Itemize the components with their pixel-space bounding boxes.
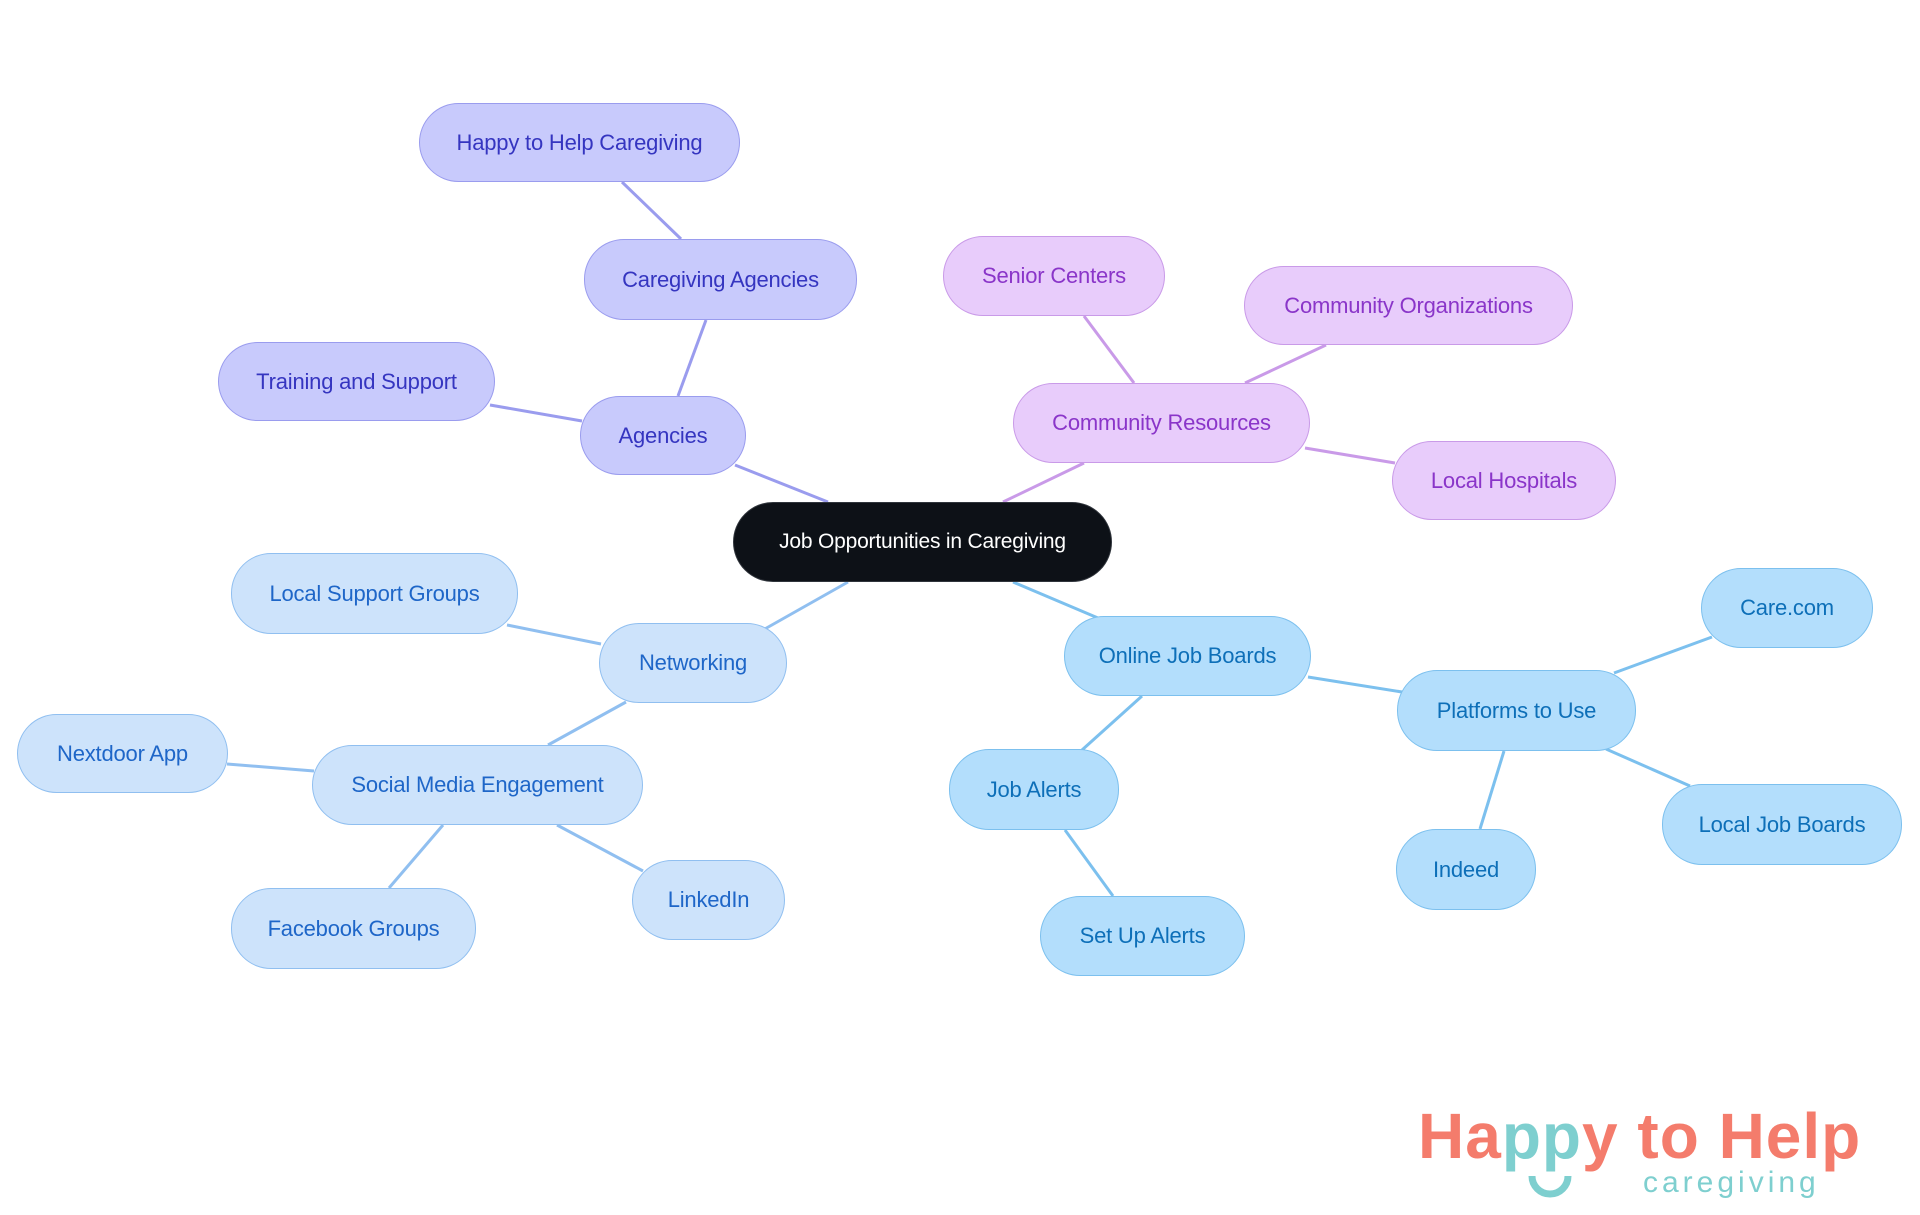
edge-social-media-facebook <box>387 824 445 889</box>
node-label: Nextdoor App <box>57 740 188 766</box>
node-social-media-engagement[interactable]: Social Media Engagement <box>312 745 643 825</box>
node-local-hospitals[interactable]: Local Hospitals <box>1392 441 1616 520</box>
node-label: Care.com <box>1740 595 1834 620</box>
edge-networking-local-support-groups <box>506 623 602 646</box>
node-label: Local Support Groups <box>269 580 480 606</box>
node-training-and-support[interactable]: Training and Support <box>218 342 495 421</box>
edge-caregiving-agencies-happy-to-help <box>620 180 683 241</box>
smile-icon <box>1528 1175 1572 1198</box>
node-linkedin[interactable]: LinkedIn <box>632 860 785 940</box>
node-label: Community Organizations <box>1284 292 1533 318</box>
edge-networking-social-media <box>547 700 627 747</box>
root-node-label: Job Opportunities in Caregiving <box>779 530 1066 553</box>
edge-platforms-indeed <box>1478 750 1506 830</box>
edge-social-media-linkedin <box>556 823 644 873</box>
edge-root-agencies <box>734 463 829 504</box>
edge-job-alerts-set-up-alerts <box>1063 829 1115 897</box>
node-label: Social Media Engagement <box>351 772 604 797</box>
node-label: Community Resources <box>1052 410 1271 435</box>
edge-root-community-resources <box>1002 461 1085 504</box>
node-care-com[interactable]: Care.com <box>1701 568 1873 648</box>
edge-agencies-caregiving-agencies <box>676 319 708 397</box>
node-label: Networking <box>638 650 748 675</box>
logo-title-part1: Ha <box>1418 1100 1502 1172</box>
logo-title-part2: pp <box>1501 1100 1582 1172</box>
edge-social-media-nextdoor <box>226 762 315 773</box>
node-nextdoor-app[interactable]: Nextdoor App <box>17 714 228 793</box>
node-set-up-alerts[interactable]: Set Up Alerts <box>1040 896 1245 976</box>
node-community-organizations[interactable]: Community Organizations <box>1244 266 1573 345</box>
edge-platforms-local-job-boards <box>1605 747 1691 788</box>
node-label: Senior Centers <box>982 263 1126 288</box>
edge-online-job-boards-platforms <box>1307 675 1403 694</box>
edge-online-job-boards-job-alerts <box>1080 694 1144 752</box>
node-online-job-boards[interactable]: Online Job Boards <box>1064 616 1311 696</box>
node-caregiving-agencies[interactable]: Caregiving Agencies <box>584 239 857 320</box>
node-label: Facebook Groups <box>267 915 440 941</box>
node-label: Caregiving Agencies <box>622 266 819 292</box>
node-local-support-groups[interactable]: Local Support Groups <box>231 553 518 634</box>
node-label: Online Job Boards <box>1098 643 1277 668</box>
edge-root-online-job-boards <box>1012 580 1099 620</box>
node-agencies[interactable]: Agencies <box>580 396 746 475</box>
node-indeed[interactable]: Indeed <box>1396 829 1536 910</box>
node-happy-to-help-caregiving[interactable]: Happy to Help Caregiving <box>419 103 740 182</box>
node-label: Indeed <box>1432 856 1500 882</box>
logo-subtitle: caregiving <box>1643 1166 1820 1199</box>
node-job-alerts[interactable]: Job Alerts <box>949 749 1119 830</box>
node-label: Set Up Alerts <box>1079 923 1206 948</box>
node-community-resources[interactable]: Community Resources <box>1013 383 1310 463</box>
node-label: LinkedIn <box>667 887 750 912</box>
node-label: Happy to Help Caregiving <box>456 129 703 155</box>
node-label: Agencies <box>618 422 708 448</box>
edge-community-resources-senior-centers <box>1082 315 1136 384</box>
node-label: Training and Support <box>256 368 457 394</box>
node-networking[interactable]: Networking <box>599 623 787 703</box>
edge-root-networking <box>762 580 849 632</box>
node-label: Local Hospitals <box>1430 467 1578 493</box>
root-node[interactable]: Job Opportunities in Caregiving <box>733 502 1112 582</box>
node-local-job-boards[interactable]: Local Job Boards <box>1662 784 1902 865</box>
node-platforms-to-use[interactable]: Platforms to Use <box>1397 670 1636 751</box>
node-label: Local Job Boards <box>1698 811 1866 837</box>
node-senior-centers[interactable]: Senior Centers <box>943 236 1165 316</box>
happy-to-help-logo: Happy to Help caregiving <box>1418 1100 1878 1205</box>
edge-agencies-training-support <box>489 403 583 423</box>
node-label: Job Alerts <box>986 776 1082 802</box>
logo-title: Happy to Help <box>1418 1100 1861 1172</box>
node-label: Platforms to Use <box>1436 697 1597 723</box>
logo-title-part3: y to Help <box>1582 1100 1862 1172</box>
edge-platforms-care-com <box>1613 635 1713 675</box>
node-facebook-groups[interactable]: Facebook Groups <box>231 888 476 969</box>
edge-community-resources-community-orgs <box>1244 343 1327 385</box>
edge-community-resources-local-hospitals <box>1304 446 1396 465</box>
